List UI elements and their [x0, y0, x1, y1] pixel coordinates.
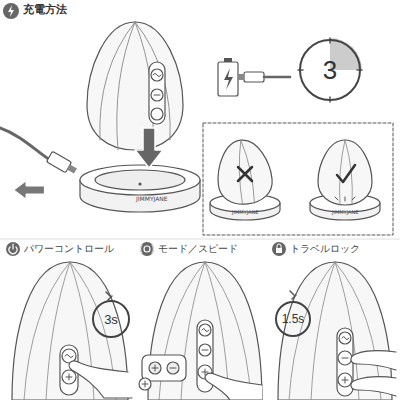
section-heading: トラベルロック: [290, 243, 360, 255]
timer-value: 3: [323, 55, 337, 86]
brand-mark: JIMMYJANE: [232, 210, 258, 216]
timer-value: 1.5s: [282, 312, 305, 326]
circle-outline: [276, 302, 310, 336]
circle-outline: [300, 40, 360, 100]
timer-value: 3s: [104, 312, 118, 327]
timer-clock: 3: [298, 38, 362, 102]
brand-mark: JIMMYJANE: [136, 196, 168, 203]
circle-outline: [93, 301, 129, 337]
stopwatch: 1.5s: [274, 300, 312, 338]
section-heading: パワーコントロール: [24, 243, 114, 255]
stopwatch: 3s: [91, 299, 131, 339]
section-title: 充電方法: [23, 4, 67, 17]
brand-mark: JIMMYJANE: [332, 210, 358, 216]
section-heading: モード／スピード: [158, 243, 238, 255]
